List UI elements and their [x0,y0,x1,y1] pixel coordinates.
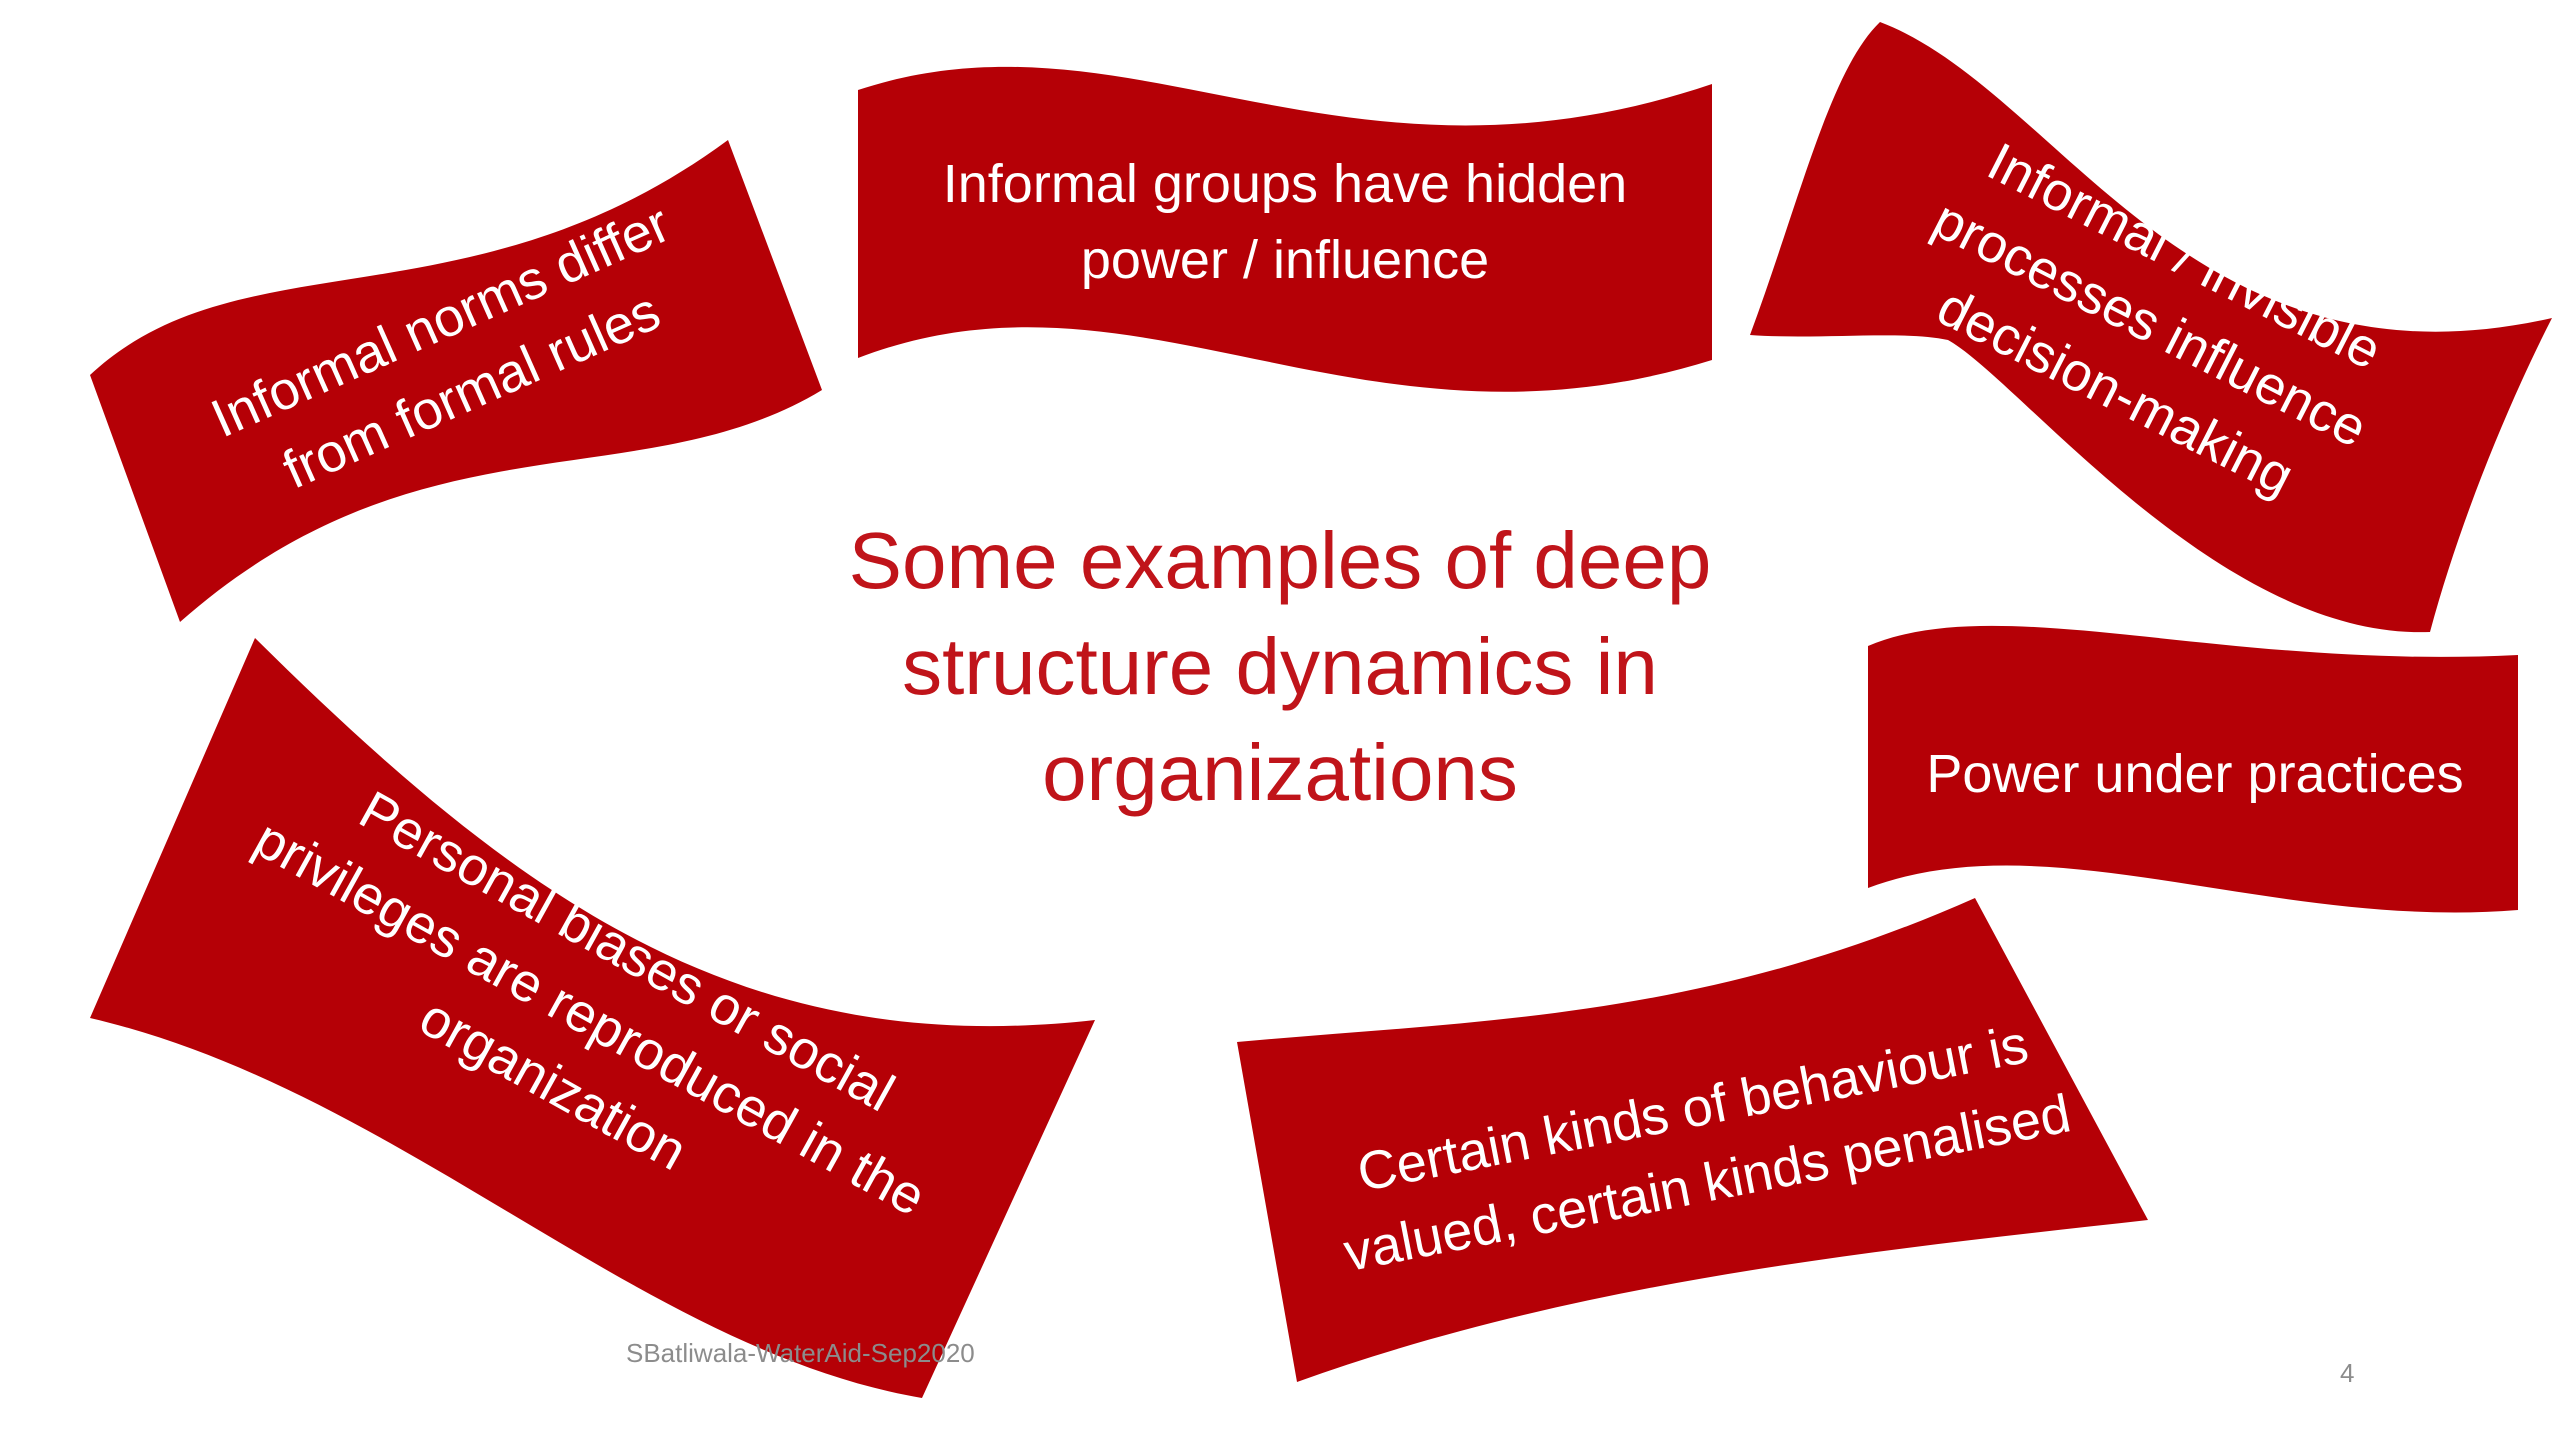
banner-shape-norms [90,140,822,622]
banner-power-line-1: Power under practices [1926,744,2464,804]
banner-groups: Informal groups have hidden power / infl… [880,146,1690,298]
banner-shape-behaviour [1237,898,2148,1382]
banner-shape-groups [858,66,1712,392]
banner-shape-processes [1750,22,2552,633]
slide-title: Some examples of deep structure dynamics… [780,508,1780,826]
banner-shape-biases [90,638,1095,1398]
page-number: 4 [2340,1358,2355,1388]
banner-power: Power under practices [1880,736,2510,812]
banner-groups-line-2: power / influence [1080,230,1490,290]
slide-title-line-1: Some examples of deep [848,516,1712,605]
slide-title-line-3: organizations [1042,728,1518,817]
footer-credit: SBatliwala-WaterAid-Sep2020 [626,1338,975,1368]
banner-shape-power [1868,625,2518,913]
slide-title-line-2: structure dynamics in [902,622,1658,711]
banner-groups-line-1: Informal groups have hidden [942,154,1628,214]
